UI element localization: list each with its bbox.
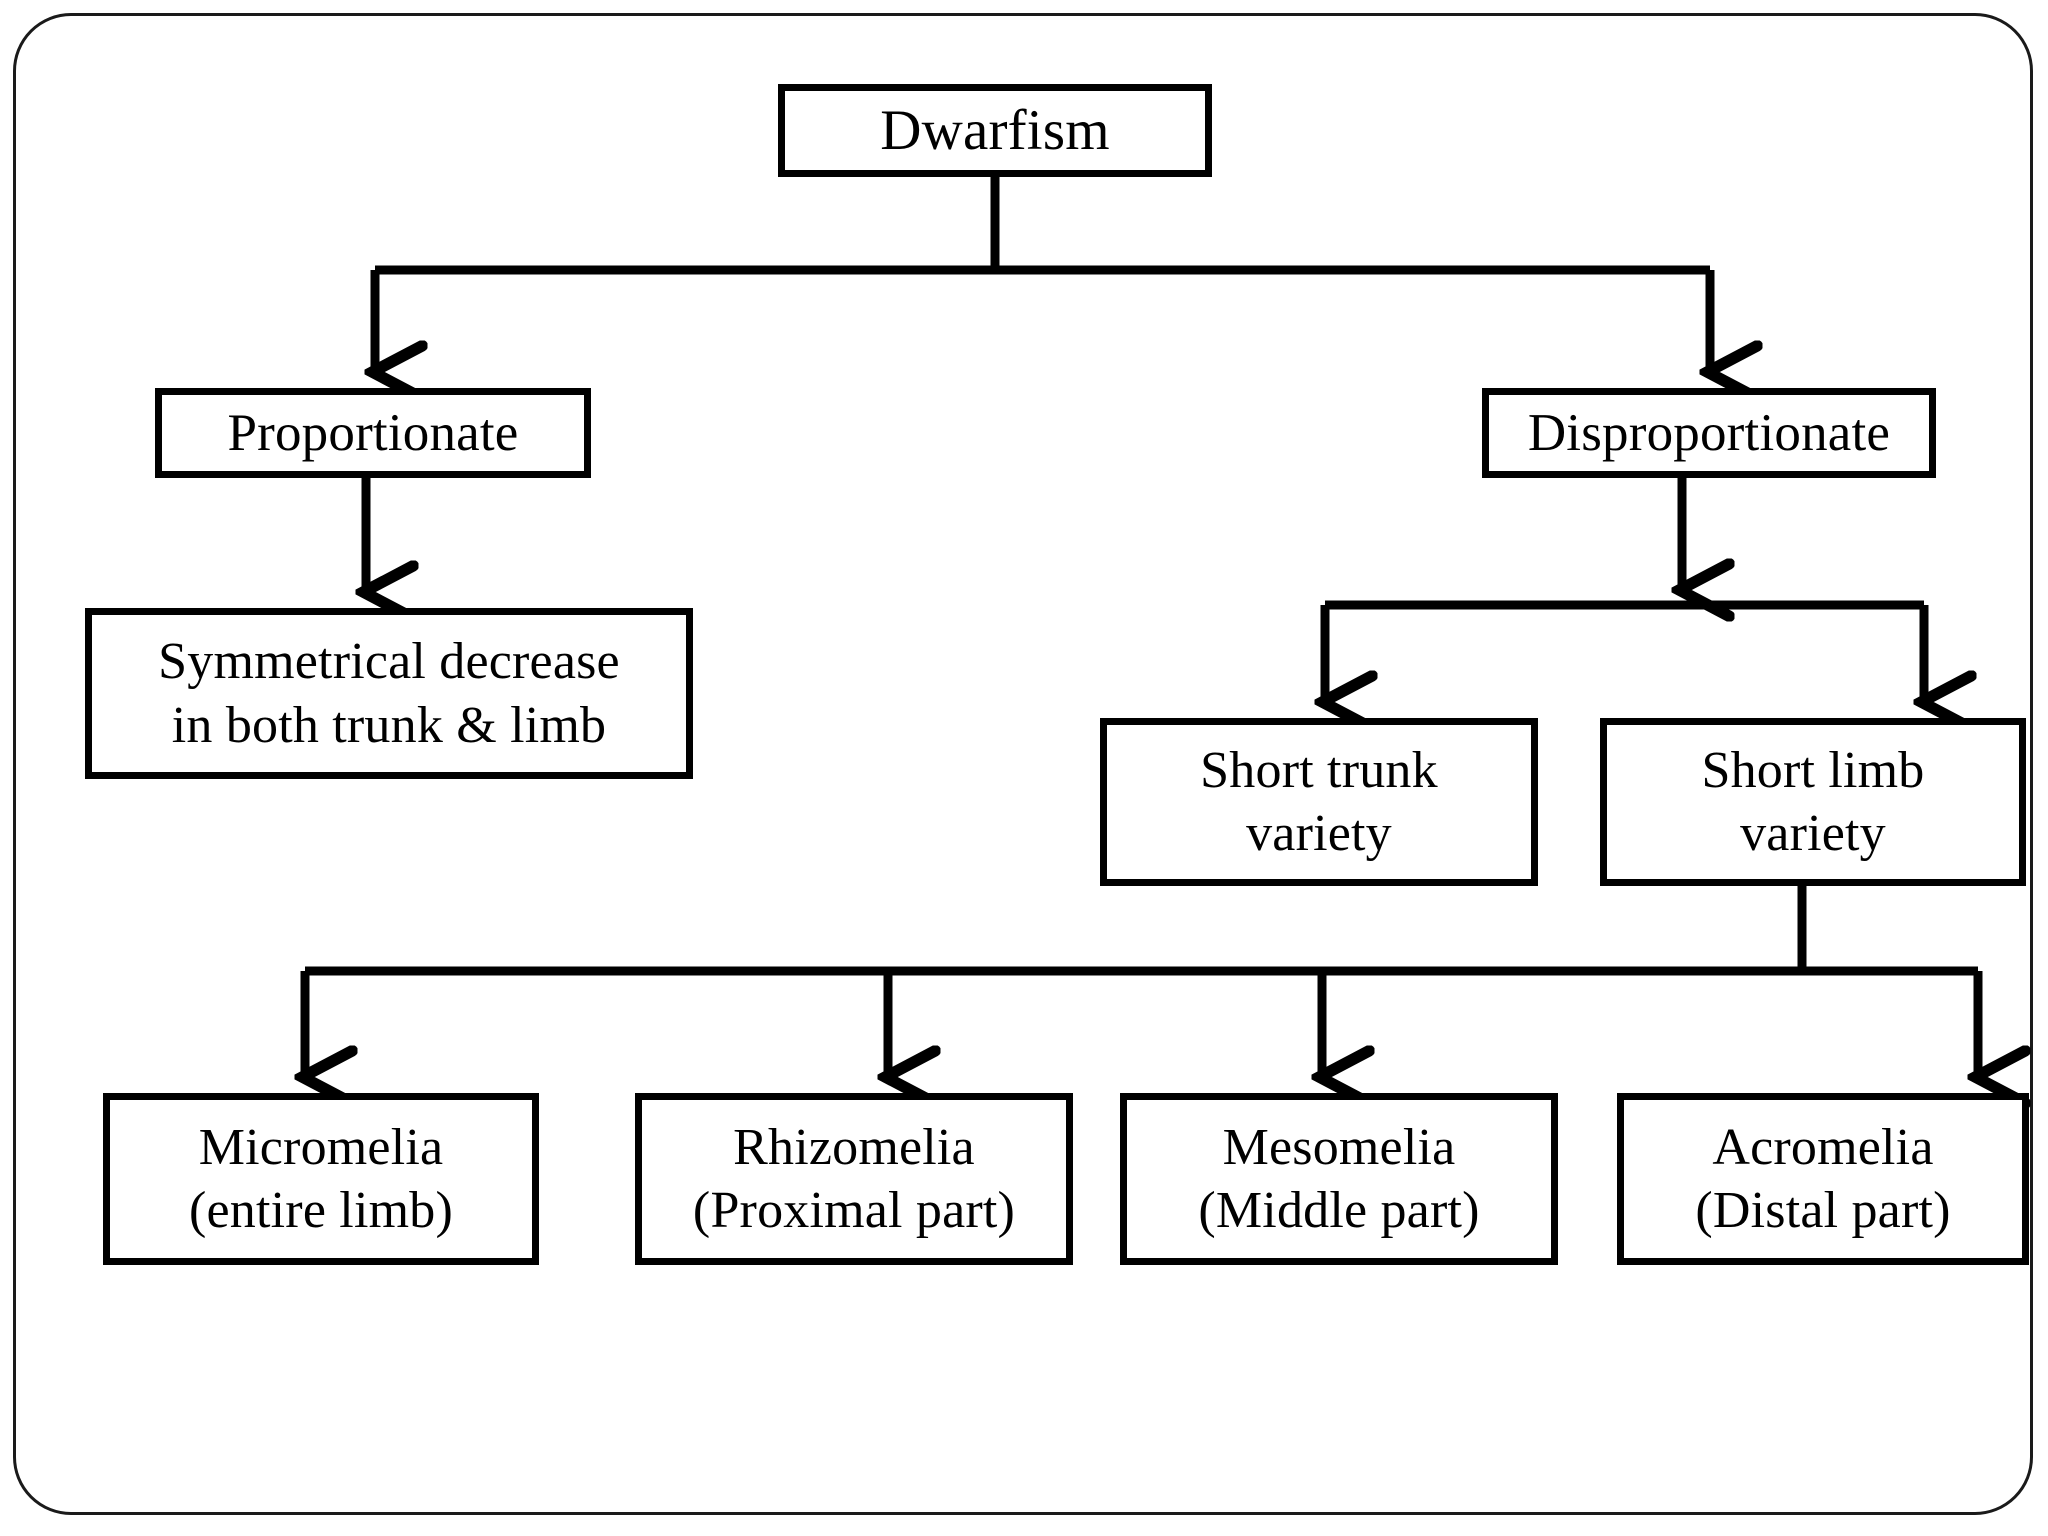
node-short-limb-variety-label: Short limb variety: [1701, 741, 1925, 862]
node-short-limb-variety[interactable]: Short limb variety: [1600, 718, 2026, 886]
node-symmetrical-decrease[interactable]: Symmetrical decrease in both trunk & lim…: [85, 608, 693, 779]
node-disproportionate[interactable]: Disproportionate: [1482, 388, 1936, 478]
node-micromelia-label: Micromelia (entire limb): [189, 1118, 453, 1239]
node-acromelia[interactable]: Acromelia (Distal part): [1617, 1093, 2029, 1265]
node-mesomelia-label: Mesomelia (Middle part): [1198, 1118, 1480, 1239]
node-proportionate[interactable]: Proportionate: [155, 388, 591, 478]
node-short-trunk-variety[interactable]: Short trunk variety: [1100, 718, 1538, 886]
node-symmetrical-decrease-label: Symmetrical decrease in both trunk & lim…: [158, 633, 620, 754]
node-proportionate-label: Proportionate: [227, 403, 519, 462]
node-dwarfism[interactable]: Dwarfism: [778, 84, 1212, 177]
node-acromelia-label: Acromelia (Distal part): [1695, 1118, 1951, 1239]
node-mesomelia[interactable]: Mesomelia (Middle part): [1120, 1093, 1558, 1265]
node-micromelia[interactable]: Micromelia (entire limb): [103, 1093, 539, 1265]
node-short-trunk-variety-label: Short trunk variety: [1200, 741, 1438, 862]
node-dwarfism-label: Dwarfism: [880, 98, 1110, 162]
outer-frame: [13, 13, 2033, 1515]
node-disproportionate-label: Disproportionate: [1527, 403, 1891, 462]
node-rhizomelia[interactable]: Rhizomelia (Proximal part): [635, 1093, 1073, 1265]
node-rhizomelia-label: Rhizomelia (Proximal part): [692, 1118, 1016, 1239]
